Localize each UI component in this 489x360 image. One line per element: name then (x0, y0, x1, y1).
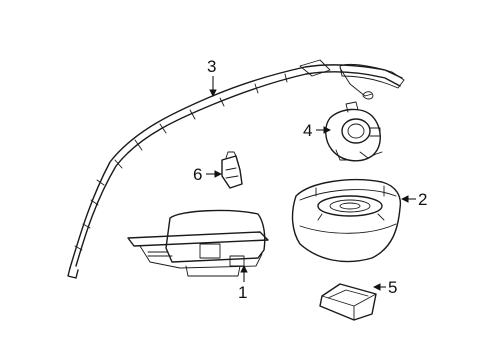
clockspring-part-4 (325, 101, 383, 162)
callout-2: 2 (418, 190, 427, 209)
callout-6: 6 (193, 165, 202, 184)
callout-4: 4 (303, 121, 312, 140)
leader-lines (206, 76, 416, 291)
driver-airbag-part-2 (291, 179, 402, 263)
callout-1: 1 (238, 283, 247, 302)
callout-5: 5 (388, 278, 397, 297)
callout-labels: 1 2 3 4 5 6 (193, 57, 427, 302)
curtain-airbag-part-3 (67, 59, 405, 279)
impact-sensor-part-6 (221, 151, 243, 189)
passenger-airbag-part-1 (127, 209, 269, 277)
control-module-part-5 (319, 283, 377, 321)
callout-3: 3 (207, 57, 216, 76)
